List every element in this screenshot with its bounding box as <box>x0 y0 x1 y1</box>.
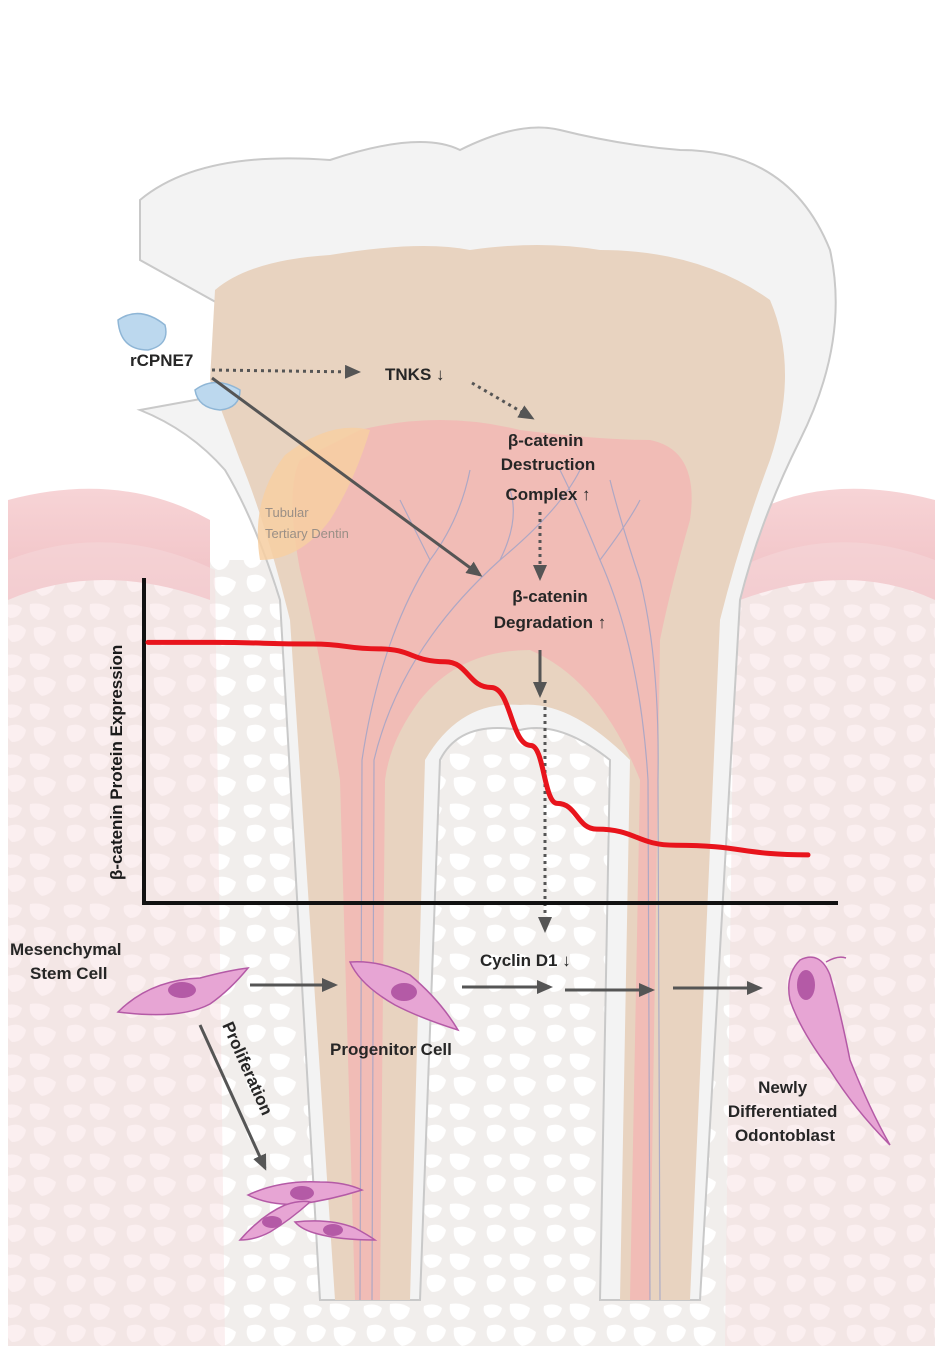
tnks-label: TNKS ↓ <box>385 365 445 384</box>
rcpne7-label: rCPNE7 <box>130 351 193 370</box>
droplet-1 <box>118 314 166 350</box>
degradation-label: β-catenin <box>512 587 588 606</box>
destruction-complex-label-3: Complex ↑ <box>505 485 590 504</box>
y-axis-label: β-catenin Protein Expression <box>107 645 126 880</box>
progenitor-label: Progenitor Cell <box>330 1040 452 1059</box>
cyclin-label: Cyclin D1 ↓ <box>480 951 571 970</box>
degradation-label-2: Degradation ↑ <box>494 613 606 632</box>
